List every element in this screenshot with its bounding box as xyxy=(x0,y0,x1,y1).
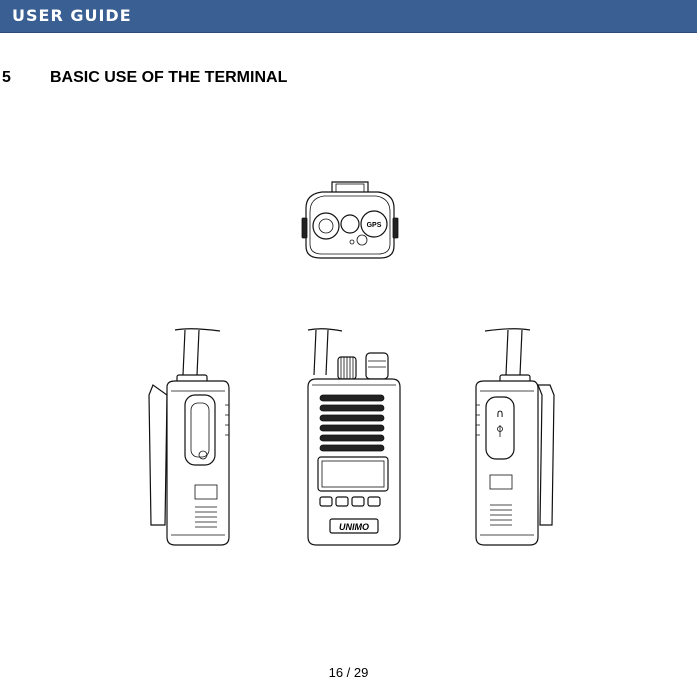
section-number: 5 xyxy=(2,69,50,87)
terminal-front-drawing: UNIMO xyxy=(300,325,405,550)
header-title: USER GUIDE xyxy=(12,6,132,25)
section-title: BASIC USE OF THE TERMINAL xyxy=(50,69,287,86)
terminal-left-side-drawing xyxy=(145,325,235,550)
header-bar: USER GUIDE xyxy=(0,0,697,33)
page-number: 16 / 29 xyxy=(0,665,697,680)
terminal-top-view-drawing: GPS xyxy=(300,178,400,264)
headphone-icon: ∩ xyxy=(496,407,504,420)
gps-label: GPS xyxy=(367,222,382,229)
terminal-right-side-drawing: ∩ xyxy=(470,325,560,550)
front-brand-label: UNIMO xyxy=(339,522,369,532)
